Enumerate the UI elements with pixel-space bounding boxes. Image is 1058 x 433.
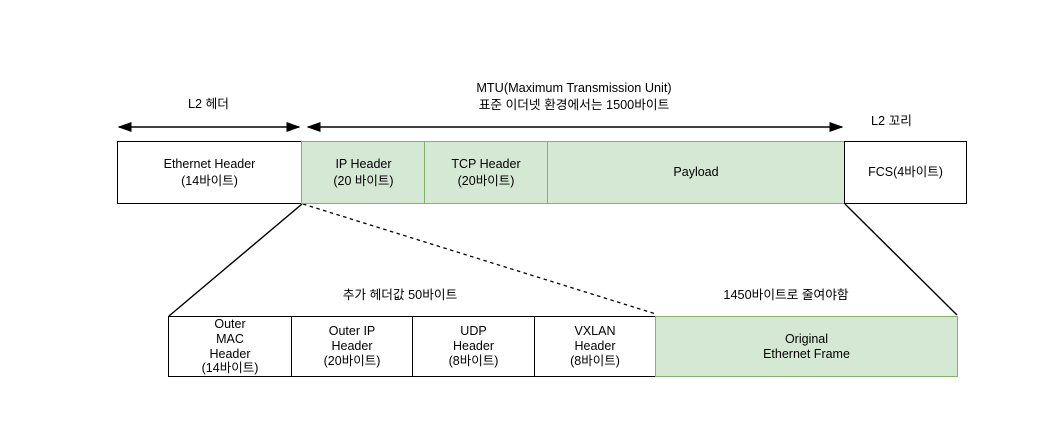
l2-tail-label: L2 꼬리 — [871, 114, 912, 128]
box-fcs: FCS(4바이트) — [844, 141, 967, 204]
added-header-bytes-label: 추가 헤더값 50바이트 — [342, 288, 458, 302]
l2-header-label: L2 헤더 — [188, 97, 229, 111]
box-ip-header: IP Header (20 바이트) — [301, 141, 426, 204]
box-ethernet-header: Ethernet Header (14바이트) — [117, 141, 302, 204]
box-vxlan-header: VXLAN Header (8바이트) — [534, 316, 656, 377]
box-original-ethernet-frame: Original Ethernet Frame — [655, 316, 958, 377]
expand-line-left — [168, 203, 303, 317]
mtu-label: MTU(Maximum Transmission Unit) 표준 이더넷 환경… — [476, 81, 672, 112]
box-payload: Payload — [547, 141, 845, 204]
box-outer-ip-header: Outer IP Header (20바이트) — [291, 316, 413, 377]
box-outer-mac-header: Outer MAC Header (14바이트) — [168, 316, 292, 377]
box-udp-header: UDP Header (8바이트) — [412, 316, 535, 377]
reduce-to-label: 1450바이트로 줄여야함 — [723, 288, 849, 302]
box-tcp-header: TCP Header (20바이트) — [424, 141, 548, 204]
